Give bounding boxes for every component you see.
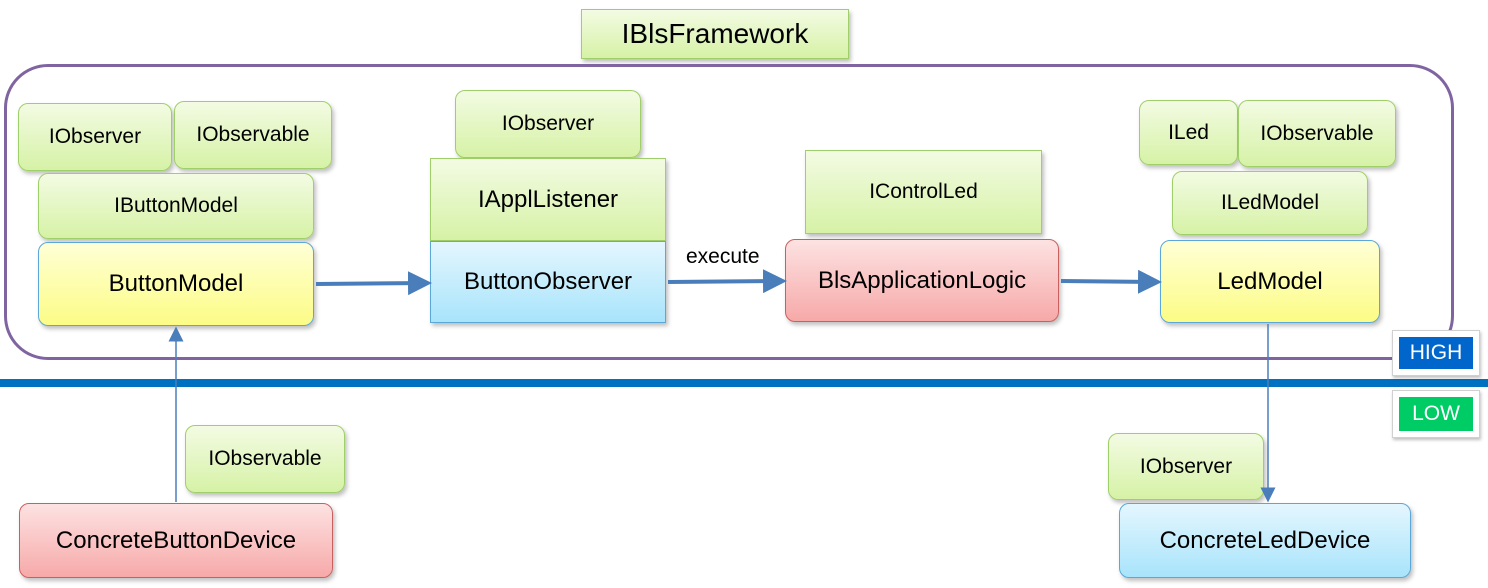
framework-boundary: [4, 64, 1454, 360]
buttonmodel-label: ButtonModel: [108, 270, 244, 297]
iobserver-interface-device: IObserver: [1108, 433, 1264, 500]
logic-to-ledmodel-arrow: [1060, 269, 1162, 294]
execute-edge-label: execute: [686, 245, 760, 268]
low-layer-label: LOW: [1399, 397, 1473, 431]
high-layer-label: HIGH: [1399, 337, 1473, 369]
iled-interface: ILed: [1139, 100, 1238, 165]
iobserver-label: IObserver: [48, 125, 142, 148]
buttonmodel-to-buttonobserver-arrow: [315, 271, 432, 296]
iappllistener-label: IApplListener: [477, 185, 619, 213]
iobservable-label: IObservable: [1260, 121, 1374, 145]
iobservable-interface-led: IObservable: [1238, 100, 1396, 167]
iobserver-interface-button: IObserver: [18, 103, 172, 171]
ibuttonmodel-interface: IButtonModel: [38, 173, 314, 239]
iobserver-label: IObserver: [1139, 454, 1233, 478]
iobservable-interface-device: IObservable: [185, 425, 345, 493]
iobserver-label: IObserver: [501, 112, 595, 135]
low-layer-tag: LOW: [1392, 390, 1480, 438]
buttonmodel-box: ButtonModel: [38, 242, 314, 326]
icontrolled-interface: IControlLed: [805, 150, 1042, 234]
icontrolled-label: IControlLed: [869, 180, 978, 203]
iobservable-interface-button: IObservable: [174, 101, 332, 169]
iappllistener-interface: IApplListener: [430, 158, 666, 241]
iobservable-label: IObservable: [196, 123, 310, 146]
framework-title-label: IBlsFramework: [621, 18, 809, 49]
layer-divider: [0, 379, 1488, 387]
iledmodel-label: ILedModel: [1220, 191, 1320, 214]
ibuttonmodel-label: IButtonModel: [114, 194, 238, 217]
concreteleddevice-box: ConcreteLedDevice: [1119, 503, 1411, 578]
iled-label: ILed: [1168, 120, 1209, 144]
blsapplicationlogic-box: BlsApplicationLogic: [785, 239, 1059, 322]
buttonobserver-label: ButtonObserver: [463, 268, 633, 295]
iobserver-interface-observer: IObserver: [455, 90, 641, 158]
concretebuttondevice-box: ConcreteButtonDevice: [19, 503, 333, 578]
high-layer-tag: HIGH: [1392, 330, 1480, 376]
ledmodel-box: LedModel: [1160, 240, 1380, 323]
blsapplicationlogic-label: BlsApplicationLogic: [817, 266, 1027, 294]
ledmodel-label: LedModel: [1217, 267, 1323, 295]
buttonobserver-box: ButtonObserver: [430, 241, 666, 323]
iobservable-label: IObservable: [208, 447, 322, 470]
concretebuttondevice-label: ConcreteButtonDevice: [55, 526, 297, 554]
iledmodel-interface: ILedModel: [1172, 171, 1368, 235]
concreteleddevice-label: ConcreteLedDevice: [1159, 526, 1371, 554]
buttonobserver-to-logic-arrow: [667, 269, 787, 294]
framework-title: IBlsFramework: [581, 9, 849, 59]
